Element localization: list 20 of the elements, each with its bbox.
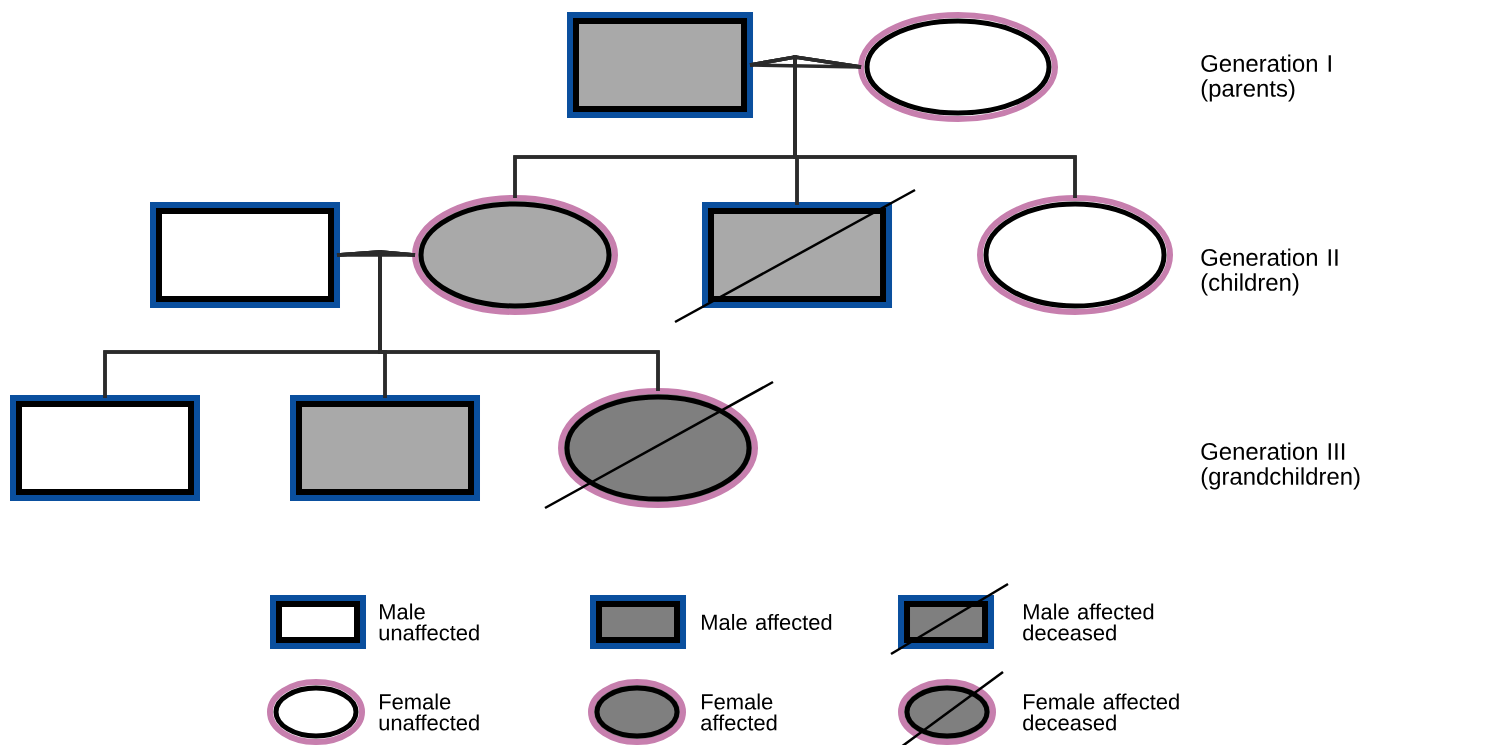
female-circle	[977, 195, 1173, 315]
legend-label: Female affected deceased	[1023, 693, 1179, 731]
legend-label: Female affected	[701, 693, 777, 731]
male-square	[567, 12, 753, 118]
legend-label: Male affected deceased	[1023, 603, 1154, 641]
male-square	[10, 395, 200, 501]
female-circle	[858, 12, 1058, 122]
deceased-male-square	[674, 188, 916, 324]
couple-line	[750, 63, 862, 69]
legend-label: Male affected	[702, 613, 832, 631]
generation-label: Generation I (parents)	[1201, 54, 1331, 102]
male-square	[290, 395, 480, 501]
legend-label: Female unaffected	[379, 693, 479, 731]
male-square	[150, 202, 340, 308]
female-circle	[412, 195, 618, 315]
generation-label: Generation II (children)	[1201, 248, 1338, 296]
generation-label: Generation III (grandchildren)	[1201, 442, 1360, 490]
couple-line	[337, 253, 415, 257]
legend-label: Male unaffected	[379, 603, 479, 641]
deceased-female-circle	[544, 380, 774, 510]
